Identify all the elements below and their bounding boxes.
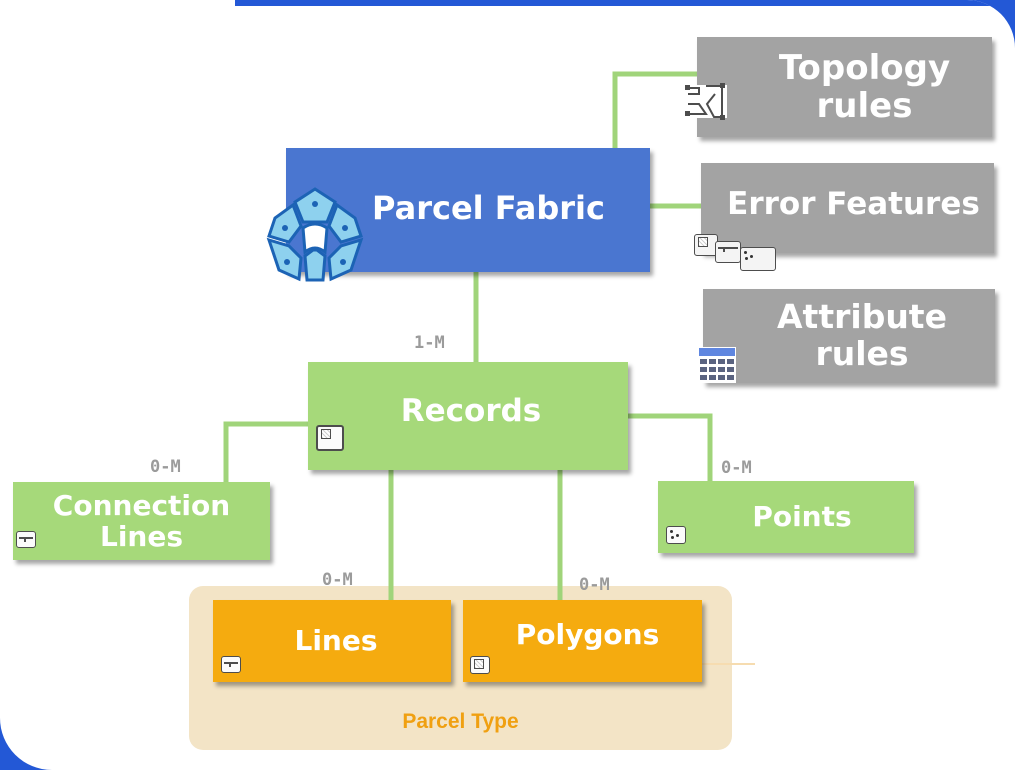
records-label: Records (400, 393, 542, 429)
parcel-type-label: Parcel Type (402, 710, 519, 733)
lines-icon (221, 656, 241, 673)
error-features-label: Error Features (727, 186, 980, 222)
polygons-node[interactable]: Polygons (463, 600, 702, 682)
attribute-rules-line2: rules (815, 334, 909, 373)
points-node[interactable]: Points (658, 481, 914, 553)
error-features-node[interactable]: Error Features (701, 163, 994, 253)
polygons-label: Polygons (515, 617, 660, 651)
connection-lines-line2: Lines (99, 520, 184, 553)
connection-lines-node[interactable]: Connection Lines (13, 482, 270, 560)
records-polygon-icon (316, 425, 344, 451)
connector-records-points (625, 413, 713, 484)
cardinality-records-connection: 0-M (150, 457, 181, 477)
parcel-fabric-icon (266, 187, 364, 282)
frame-notch (0, 0, 235, 6)
topology-rules-node[interactable]: Topology rules (697, 37, 992, 137)
connection-lines-icon (16, 531, 36, 548)
attribute-rules-node[interactable]: Attribute rules (703, 289, 995, 383)
group-divider (700, 663, 755, 665)
points-label: Points (752, 499, 852, 533)
topology-icon (685, 83, 727, 120)
cardinality-records-points: 0-M (721, 458, 752, 478)
records-node[interactable]: Records (308, 362, 628, 470)
cardinality-records-lines: 0-M (322, 570, 353, 590)
frame-top-band (235, 0, 1015, 6)
lines-node[interactable]: Lines (213, 600, 451, 682)
error-features-icon (690, 232, 790, 274)
cardinality-fabric-records: 1-M (414, 333, 445, 353)
cardinality-records-polygons: 0-M (579, 575, 610, 595)
table-icon (698, 347, 736, 383)
connection-lines-line1: Connection (52, 488, 231, 522)
attribute-rules-line1: Attribute (777, 297, 947, 337)
lines-label: Lines (294, 623, 378, 657)
parcel-fabric-label: Parcel Fabric (372, 189, 605, 227)
points-icon (666, 526, 686, 544)
connector-fabric-topology (612, 71, 700, 151)
connector-records-connection (223, 421, 311, 485)
topology-rules-line2: rules (816, 86, 913, 126)
polygons-icon (470, 656, 490, 674)
topology-rules-line1: Topology (778, 47, 951, 88)
